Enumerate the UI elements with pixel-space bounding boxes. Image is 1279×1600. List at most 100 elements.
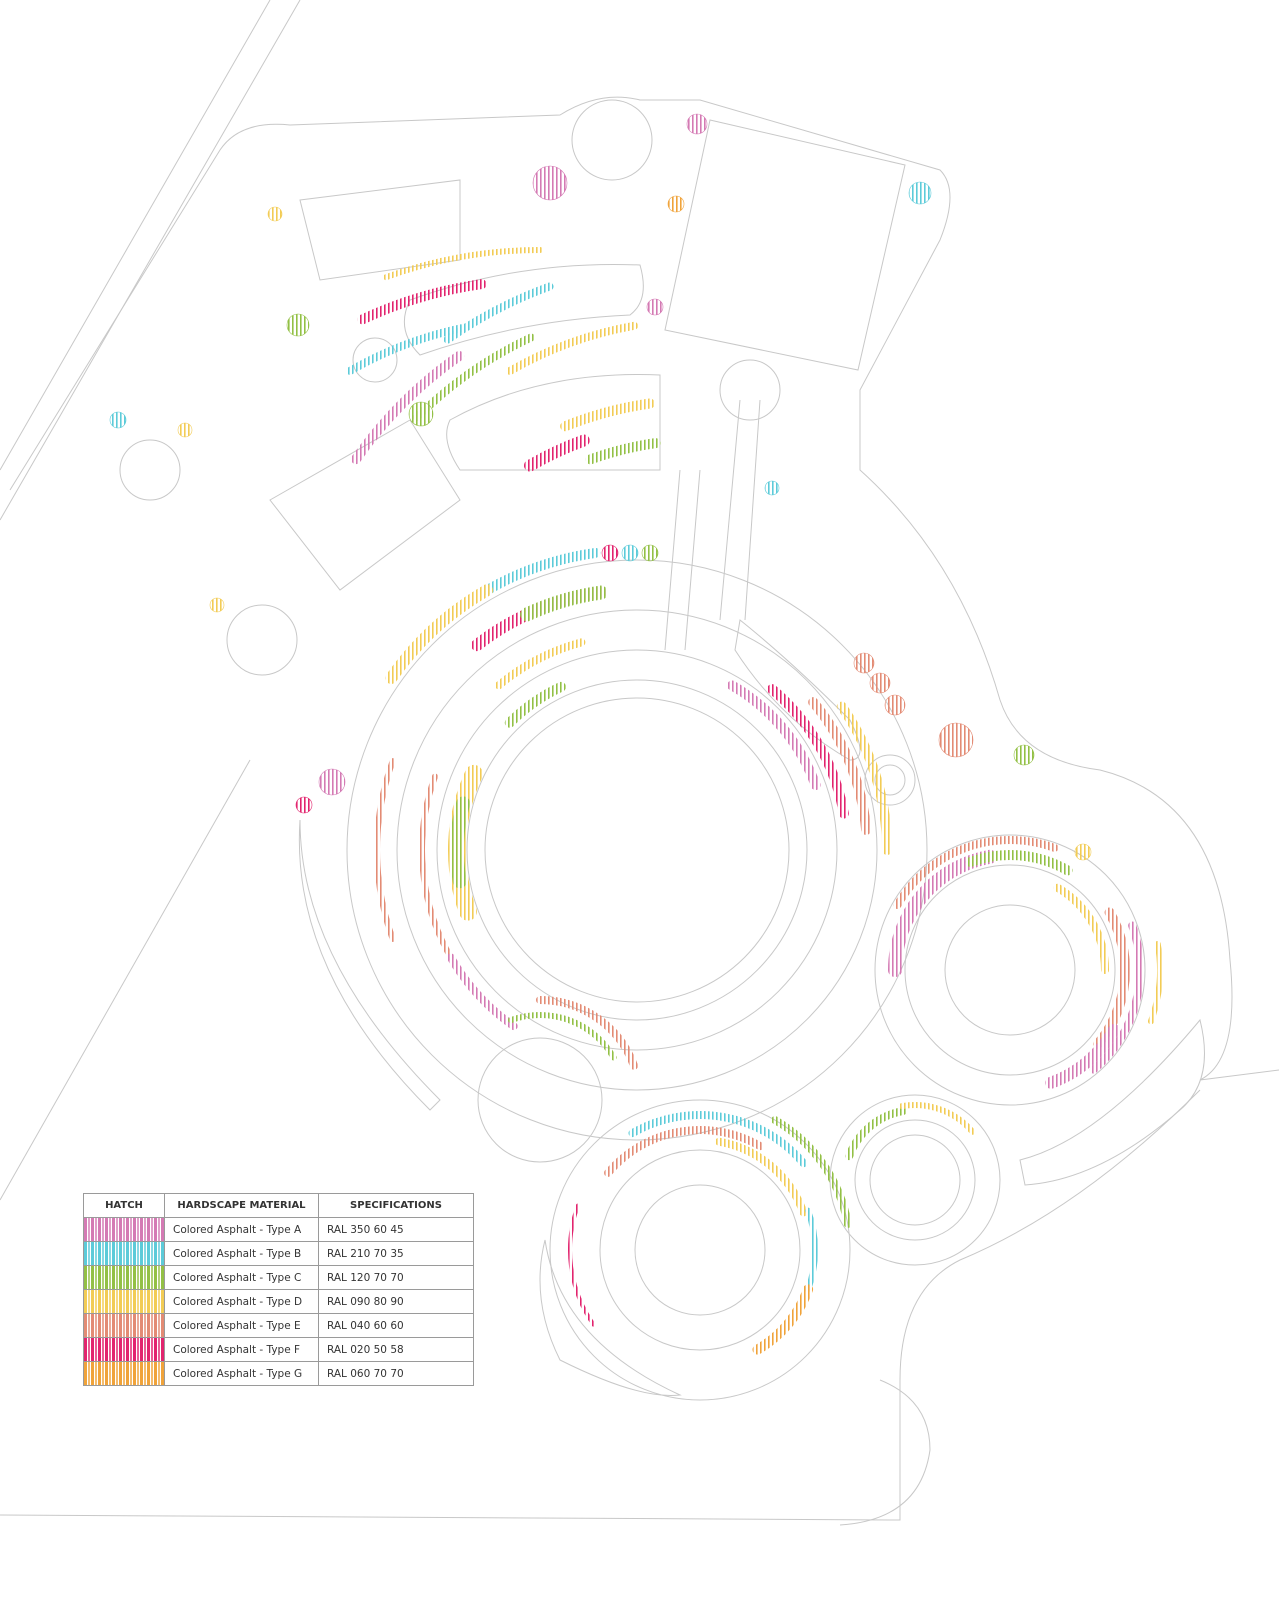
hatch-area	[715, 1137, 808, 1217]
hatch-area	[601, 544, 619, 562]
hatch-area	[560, 398, 655, 432]
site-boundary	[839, 1379, 931, 1526]
hatch-area	[1147, 940, 1163, 1025]
hatch-area	[482, 547, 601, 596]
legend-row: Colored Asphalt - Type F RAL 020 50 58	[83, 1337, 474, 1362]
hatch-swatch	[83, 1361, 165, 1386]
hatch-area	[346, 324, 465, 375]
legend-row: Colored Asphalt - Type C RAL 120 70 70	[83, 1265, 474, 1290]
hatch-area	[504, 681, 566, 728]
hatch-area	[446, 953, 518, 1031]
hatch-area	[908, 181, 932, 205]
material-name: Colored Asphalt - Type C	[164, 1265, 319, 1290]
hatch-area	[357, 279, 487, 325]
lower-circle	[634, 1184, 766, 1316]
hatch-area	[727, 680, 821, 791]
road-edge	[664, 399, 761, 651]
hatch-area	[752, 1284, 814, 1355]
legend-row: Colored Asphalt - Type E RAL 040 60 60	[83, 1313, 474, 1338]
hatch-area	[1089, 921, 1144, 1074]
legend-row: Colored Asphalt - Type G RAL 060 70 70	[83, 1361, 474, 1386]
legend-row: Colored Asphalt - Type B RAL 210 70 35	[83, 1241, 474, 1266]
hatch-area	[209, 597, 225, 613]
hatch-area	[524, 434, 590, 472]
site-boundary	[0, 96, 1279, 1521]
hatch-area	[568, 1203, 596, 1327]
hatch-area	[286, 313, 310, 337]
hatch-area	[1093, 907, 1130, 1049]
path-strip	[298, 819, 441, 1111]
hatch-area	[374, 758, 396, 942]
right-lower-circle	[869, 1134, 961, 1226]
hatch-area	[686, 113, 708, 135]
material-spec: RAL 090 80 90	[318, 1289, 474, 1314]
path-strip	[446, 374, 661, 471]
plaza	[719, 359, 781, 421]
material-name: Colored Asphalt - Type A	[164, 1217, 319, 1242]
hatch-area	[853, 652, 875, 674]
central-ring	[466, 679, 808, 1021]
hatch-area	[408, 401, 434, 427]
central-circle	[484, 697, 790, 1003]
hatch-area	[419, 773, 454, 961]
hatch-area	[845, 1107, 907, 1161]
left-lower-circle	[477, 1037, 603, 1163]
hatch-area	[1013, 744, 1035, 766]
hatch-area	[267, 206, 283, 222]
material-name: Colored Asphalt - Type D	[164, 1289, 319, 1314]
hatch-area	[109, 411, 127, 429]
right-ring	[874, 834, 1146, 1106]
hatch-area	[836, 701, 892, 855]
right-lower-ring	[854, 1119, 976, 1241]
road-edge	[0, 759, 251, 1201]
hatch-area	[536, 996, 638, 1070]
hatch-area	[884, 694, 906, 716]
material-name: Colored Asphalt - Type F	[164, 1337, 319, 1362]
legend-row: Colored Asphalt - Type D RAL 090 80 90	[83, 1289, 474, 1314]
hatch-area	[893, 836, 1059, 909]
path-strip	[1019, 1018, 1205, 1186]
hatch-area	[494, 638, 586, 690]
material-spec: RAL 210 70 35	[318, 1241, 474, 1266]
hatch-area	[443, 282, 554, 344]
road-edge	[0, 0, 301, 521]
hatch-area	[898, 1102, 976, 1135]
hatch-area	[604, 1126, 764, 1177]
material-spec: RAL 040 60 60	[318, 1313, 474, 1338]
path-strip	[539, 1239, 682, 1397]
legend-row: Colored Asphalt - Type A RAL 350 60 45	[83, 1217, 474, 1242]
hatch-area	[764, 480, 780, 496]
hatch-area	[585, 438, 661, 465]
hatch-swatch	[83, 1241, 165, 1266]
central-ring	[396, 609, 878, 1091]
hatch-area	[350, 350, 465, 465]
hatch-area	[869, 672, 891, 694]
hatch-area	[450, 796, 471, 889]
hatch-area	[805, 1207, 818, 1293]
plaza	[226, 604, 298, 676]
hatch-area	[532, 165, 568, 201]
hatch-area	[1074, 843, 1092, 861]
hatch-area	[965, 850, 1073, 876]
legend-header-row: HATCH HARDSCAPE MATERIAL SPECIFICATIONS	[83, 1193, 474, 1218]
hatch-area	[383, 247, 543, 281]
hatch-area	[1053, 883, 1109, 974]
right-ring	[904, 864, 1116, 1076]
lower-ring	[599, 1149, 801, 1351]
material-name: Colored Asphalt - Type G	[164, 1361, 319, 1386]
hatch-area	[177, 422, 193, 438]
material-spec: RAL 350 60 45	[318, 1217, 474, 1242]
hatch-area	[506, 321, 639, 375]
hatch-area	[938, 722, 974, 758]
hatch-swatch	[83, 1337, 165, 1362]
hatch-area	[808, 697, 872, 835]
central-ring	[346, 559, 928, 1141]
plaza	[119, 439, 181, 501]
path-strip	[734, 619, 861, 761]
hatch-area	[646, 298, 664, 316]
plaza	[352, 337, 398, 383]
hatch-area	[318, 768, 346, 796]
material-name: Colored Asphalt - Type E	[164, 1313, 319, 1338]
hatch-area	[621, 544, 639, 562]
hatch-area	[295, 796, 313, 814]
